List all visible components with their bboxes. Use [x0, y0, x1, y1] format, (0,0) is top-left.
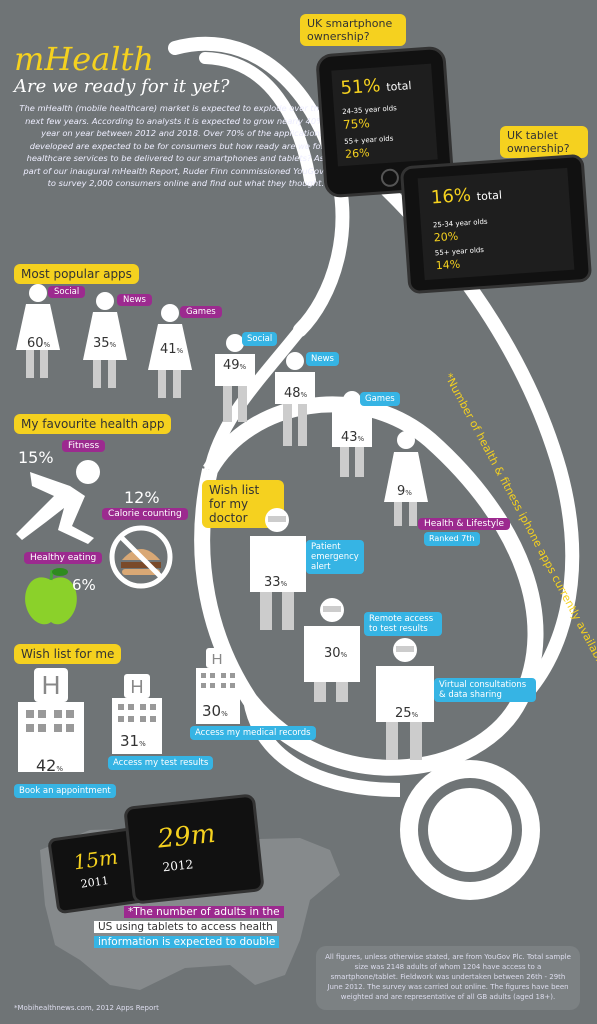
home-button-icon: [380, 168, 400, 188]
pct-sign: %: [221, 710, 228, 718]
footnote: *Mobihealthnews.com, 2012 Apps Report: [14, 1004, 159, 1012]
pct-sign: %: [43, 341, 51, 349]
fitness-value: 15%: [18, 448, 54, 467]
smartphone-label: UK smartphone ownership?: [300, 14, 406, 46]
us-caption-3: information is expected to double: [94, 936, 280, 948]
page-subtitle: Are we ready for it yet?: [14, 76, 230, 97]
tablet-total: 16%: [430, 184, 472, 209]
tablet-g2-value: 14%: [435, 257, 461, 273]
app-value-women-social: 60: [27, 336, 44, 351]
apple-icon: [25, 568, 77, 625]
hospital-buildings: H H H: [18, 648, 240, 772]
us-small-year: 2011: [79, 873, 110, 891]
doctor-value-2: 30: [324, 646, 341, 661]
app-value-men-games: 43: [341, 430, 358, 445]
pct-sign: %: [239, 363, 247, 371]
fitness-tag: Fitness: [62, 440, 106, 452]
intro-text: The mHealth (mobile healthcare) market i…: [19, 103, 324, 188]
disclaimer: All figures, unless otherwise stated, ar…: [316, 946, 580, 1010]
pct-sign: %: [300, 391, 308, 399]
me-value-2: 31: [120, 732, 140, 750]
me-tag-1: Book an appointment: [14, 784, 116, 798]
us-big-year: 2012: [162, 857, 194, 875]
pct-sign: %: [109, 341, 117, 349]
eating-tag: Healthy eating: [24, 552, 103, 564]
tablet-2012: 29m 2012: [123, 793, 265, 905]
eating-value: 6%: [72, 576, 96, 594]
me-tag-2: Access my test results: [108, 756, 214, 770]
pct-sign: %: [56, 765, 64, 773]
me-value-3: 30: [202, 702, 222, 720]
me-value-1: 42: [36, 756, 57, 775]
app-tag-women-games: Games: [180, 306, 222, 318]
doctor-figures: [250, 508, 434, 760]
apps-label: Most popular apps: [14, 264, 139, 284]
apps-figures: [16, 284, 372, 477]
app-value-men-social: 49: [223, 358, 240, 373]
app-tag-women-news: News: [117, 294, 152, 306]
no-burger-icon: [109, 525, 173, 589]
pct-sign: %: [405, 489, 412, 497]
pct-sign: %: [139, 740, 146, 748]
lifestyle-rank: Ranked 7th: [424, 532, 480, 546]
smartphone-g1-value: 75%: [342, 116, 371, 132]
svg-text:H: H: [42, 670, 61, 700]
me-tag-3: Access my medical records: [190, 726, 316, 740]
app-value-women-news: 35: [93, 336, 110, 351]
smartphone-total-word: total: [385, 79, 412, 94]
lifestyle-tag: Health & Lifestyle: [418, 518, 511, 530]
svg-text:H: H: [131, 677, 144, 697]
tablet-g2-label: 55+ year olds: [434, 245, 485, 258]
app-value-men-news: 48: [284, 386, 301, 401]
svg-text:H: H: [212, 651, 223, 668]
smartphone-g1-label: 24-35 year olds: [341, 104, 398, 116]
us-caption-2: US using tablets to access health: [94, 921, 277, 933]
app-tag-women-social: Social: [48, 286, 86, 298]
app-tag-men-social: Social: [242, 332, 278, 346]
doctor-tag-1: Patient emergency alert: [306, 540, 364, 574]
lifestyle-value: 9: [397, 484, 406, 499]
us-big-value: 29m: [156, 818, 217, 855]
doctor-value-1: 33: [264, 575, 281, 590]
us-small-value: 15m: [72, 844, 120, 875]
pct-sign: %: [411, 711, 419, 719]
pct-sign: %: [357, 435, 365, 443]
app-tag-men-games: Games: [360, 392, 400, 406]
doctor-tag-2: Remote access to test results: [364, 612, 442, 636]
tablet-g1-label: 25-34 year olds: [432, 217, 488, 230]
tablet-g1-value: 20%: [433, 229, 459, 245]
tablet-device: 16% total 25-34 year olds 20% 55+ year o…: [399, 153, 593, 295]
tablet-label: UK tablet ownership?: [500, 126, 588, 158]
page-title: mHealth: [14, 40, 154, 78]
calorie-value: 12%: [124, 488, 160, 507]
tablet-total-word: total: [476, 188, 503, 204]
smartphone-total: 51%: [339, 75, 382, 99]
pct-sign: %: [280, 580, 288, 588]
app-tag-men-news: News: [306, 352, 339, 366]
smartphone-g2-label: 55+ year olds: [344, 134, 394, 146]
doctor-value-3: 25: [395, 706, 412, 721]
health-app-label: My favourite health app: [14, 414, 172, 434]
smartphone-g2-value: 26%: [344, 146, 371, 161]
app-value-women-games: 41: [160, 342, 177, 357]
pct-sign: %: [340, 651, 348, 659]
doctor-tag-3: Virtual consultations & data sharing: [434, 678, 536, 702]
lifestyle-woman-figure: [384, 431, 428, 526]
us-caption-1: *The number of adults in the: [124, 906, 284, 918]
calorie-tag: Calorie counting: [102, 508, 188, 520]
runner-icon: [16, 460, 100, 544]
pct-sign: %: [176, 347, 184, 355]
me-label: Wish list for me: [14, 644, 122, 664]
